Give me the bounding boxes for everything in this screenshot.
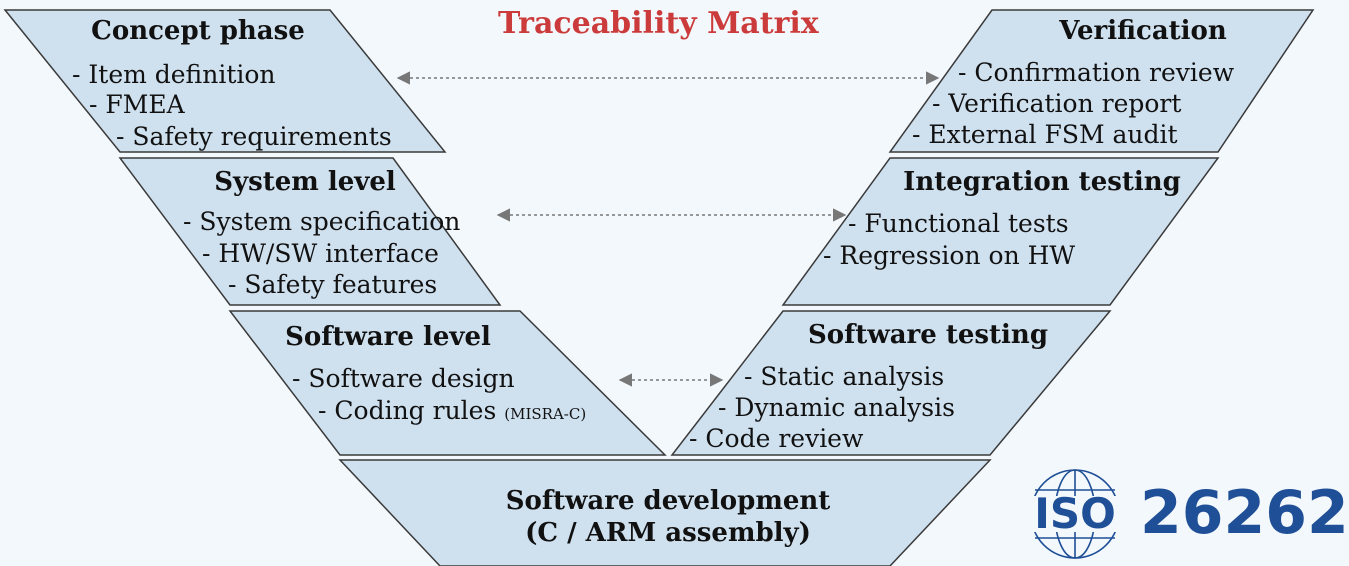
integration-testing-heading: Integration testing: [903, 167, 1181, 197]
verification-item: - Verification report: [932, 89, 1182, 118]
concept-item: - FMEA: [89, 90, 185, 119]
misra-c-note: (MISRA-C): [504, 405, 587, 423]
verification-heading: Verification: [1059, 16, 1227, 46]
integration-testing-panel: [781, 157, 1220, 306]
software-level-heading: Software level: [285, 322, 491, 352]
iso-globe-icon: ISO: [1020, 469, 1130, 559]
integration-item: - Functional tests: [848, 209, 1069, 238]
iso-26262-logo: ISO 26262: [1010, 468, 1349, 560]
iso-number: 26262: [1140, 478, 1349, 548]
software-testing-heading: Software testing: [808, 320, 1048, 350]
software-level-panel: [228, 310, 667, 456]
coding-rules-line: - Coding rules (MISRA-C): [318, 396, 586, 429]
software-testing-item: - Dynamic analysis: [718, 393, 955, 422]
software-testing-panel: [670, 310, 1112, 456]
system-item: - Safety features: [228, 270, 438, 299]
verification-item: - Confirmation review: [958, 58, 1235, 87]
software-development-heading: Software development: [505, 486, 831, 516]
software-development-panel: [338, 459, 992, 566]
v-diagram-shapes: [3, 9, 1315, 566]
concept-phase-heading: Concept phase: [91, 16, 305, 46]
concept-item: - Item definition: [72, 60, 276, 89]
software-development-subheading: (C / ARM assembly): [525, 518, 811, 548]
software-testing-item: - Static analysis: [744, 362, 945, 391]
system-level-panel: [118, 157, 502, 306]
system-item: - HW/SW interface: [202, 239, 439, 268]
integration-item: - Regression on HW: [823, 241, 1076, 270]
verification-panel: [888, 9, 1315, 153]
software-level-item: - Coding rules: [318, 396, 497, 425]
iso-letters: ISO: [1034, 489, 1116, 538]
diagram-title: Traceability Matrix: [498, 6, 819, 41]
system-level-heading: System level: [214, 167, 396, 197]
v-model-diagram: Traceability Matrix Concept phase - Item…: [3, 6, 1349, 566]
concept-phase-panel: [3, 9, 447, 153]
verification-item: - External FSM audit: [912, 120, 1178, 149]
concept-item: - Safety requirements: [116, 122, 392, 151]
software-testing-item: - Code review: [689, 424, 864, 453]
system-item: - System specification: [183, 207, 461, 236]
software-level-item: - Software design: [292, 364, 515, 393]
